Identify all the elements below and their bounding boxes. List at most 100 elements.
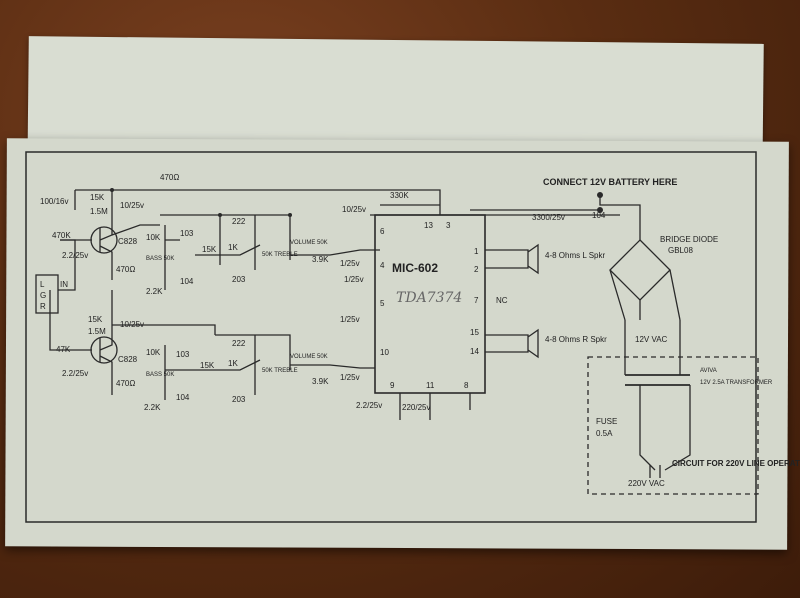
label-tb-bass: BASS 50K [146, 372, 174, 378]
transistor-top-body [99, 215, 113, 280]
label-bottom-c2: 2.2/25v [62, 369, 88, 378]
label-bottom-transistor: C828 [118, 355, 138, 364]
label-c-in2: 1/25v [340, 373, 360, 382]
pin-13: 13 [424, 221, 433, 230]
pin-15: 15 [470, 328, 479, 337]
label-tb-15k: 15K [200, 361, 215, 370]
schematic-border [25, 151, 757, 523]
mains-brand: AVIVA [700, 368, 717, 374]
pin-1: 1 [474, 247, 479, 256]
bridge-vac: 12V VAC [635, 335, 668, 344]
label-tb-10k: 10K [146, 348, 161, 357]
label-tt-treble: 50K TREBLE [262, 252, 298, 258]
left-speaker-symbol [520, 243, 539, 275]
label-c-p11: 220/25v [402, 403, 430, 412]
transistor-top [90, 226, 118, 254]
mains-line: 220V VAC [628, 479, 665, 488]
label-tb-104: 104 [176, 393, 190, 402]
label-r-in2: 3.9K [312, 377, 329, 386]
label-top-r1: 15K [90, 193, 105, 202]
label-tt-1k: 1K [228, 243, 238, 252]
label-tt-15k: 15K [202, 245, 217, 254]
right-speaker-symbol [520, 328, 539, 359]
label-tb-1k: 1K [228, 359, 238, 368]
pin-14: 14 [470, 347, 479, 356]
label-left-speaker: 4-8 Ohms L Spkr [545, 251, 606, 260]
label-tb-treble: 50K TREBLE [262, 368, 298, 374]
label-tb-103: 103 [176, 350, 190, 359]
label-top-c2: 2.2/25v [62, 251, 88, 260]
pin-10: 10 [380, 348, 389, 357]
ic-name: MIC-602 [392, 261, 438, 275]
mains-transformer: 12V 2.5A TRANSFORMER [700, 380, 773, 386]
label-tt-volume: VOLUME 50K [290, 240, 328, 246]
mains-fuse: FUSE [596, 417, 617, 426]
jack-in: IN [60, 280, 68, 289]
label-nc: NC [496, 296, 508, 305]
pin-6: 6 [380, 227, 385, 236]
transistor-bottom-body [99, 320, 113, 395]
label-c-p4: 1/25v [344, 275, 364, 284]
input-jack [35, 274, 59, 314]
battery-note: CONNECT 12V BATTERY HERE [543, 177, 677, 187]
label-tt-104: 104 [180, 277, 194, 286]
pin-3: 3 [446, 221, 451, 230]
pin-11: 11 [426, 381, 435, 390]
label-c-p6: 10/25v [342, 205, 366, 214]
pin-8: 8 [464, 381, 469, 390]
label-c-in: 100/16v [40, 197, 68, 206]
label-tt-222: 222 [232, 217, 246, 226]
label-bottom-c1: 10/25v [120, 320, 144, 329]
pin-4: 4 [380, 261, 385, 270]
label-tt-bass: BASS 50K [146, 256, 174, 262]
label-c-in1: 1/25v [340, 259, 360, 268]
label-tt-10k: 10K [146, 233, 161, 242]
label-tb-222: 222 [232, 339, 246, 348]
label-r-feedback: 470Ω [160, 173, 179, 182]
label-c-p5: 1/25v [340, 315, 360, 324]
jack-g: G [40, 291, 46, 300]
bridge-part: GBL08 [668, 246, 693, 255]
pin-2: 2 [474, 265, 479, 274]
jack-r: R [40, 302, 46, 311]
label-bottom-r2: 1.5M [88, 327, 106, 336]
mains-circuit-box [587, 356, 759, 495]
transistor-bottom [90, 336, 118, 364]
label-tt-203: 203 [232, 275, 246, 284]
label-tb-203: 203 [232, 395, 246, 404]
label-bottom-r4: 470Ω [116, 379, 135, 388]
label-c-bypass: 104 [592, 211, 606, 220]
label-c-p9: 2.2/25v [356, 401, 382, 410]
label-c-bulk: 3300/25v [532, 213, 565, 222]
left-input-line [290, 249, 380, 256]
positive-supply-line [599, 195, 641, 240]
label-tb-volume: VOLUME 50K [290, 354, 328, 360]
label-bottom-r1: 15K [88, 315, 103, 324]
label-tt-103: 103 [180, 229, 194, 238]
label-r-in1: 3.9K [312, 255, 329, 264]
handwritten-ic: TDA7374 [396, 290, 462, 306]
mains-fuse-rating: 0.5A [596, 429, 613, 438]
label-tb-22k: 2.2K [144, 403, 161, 412]
label-r-fb: 330K [390, 191, 409, 200]
label-top-r4: 470Ω [116, 265, 135, 274]
bridge-title: BRIDGE DIODE [660, 235, 718, 244]
pin-5: 5 [380, 299, 385, 308]
jack-l: L [40, 280, 45, 289]
top-supply-rail [75, 189, 441, 215]
label-bottom-r3: 47K [56, 345, 71, 354]
pin-9: 9 [390, 381, 395, 390]
label-top-c1: 10/25v [120, 201, 144, 210]
mains-circuit-note: CIRCUIT FOR 220V LINE OPERATION [672, 459, 800, 468]
transformer [625, 374, 690, 386]
bridge-diode [609, 239, 671, 301]
right-input-line [290, 364, 375, 369]
label-top-transistor: C828 [118, 237, 138, 246]
pin-7: 7 [474, 296, 479, 305]
label-right-speaker: 4-8 Ohms R Spkr [545, 335, 607, 344]
label-top-r2: 1.5M [90, 207, 108, 216]
label-tt-22k: 2.2K [146, 287, 163, 296]
label-top-r3: 470K [52, 231, 71, 240]
